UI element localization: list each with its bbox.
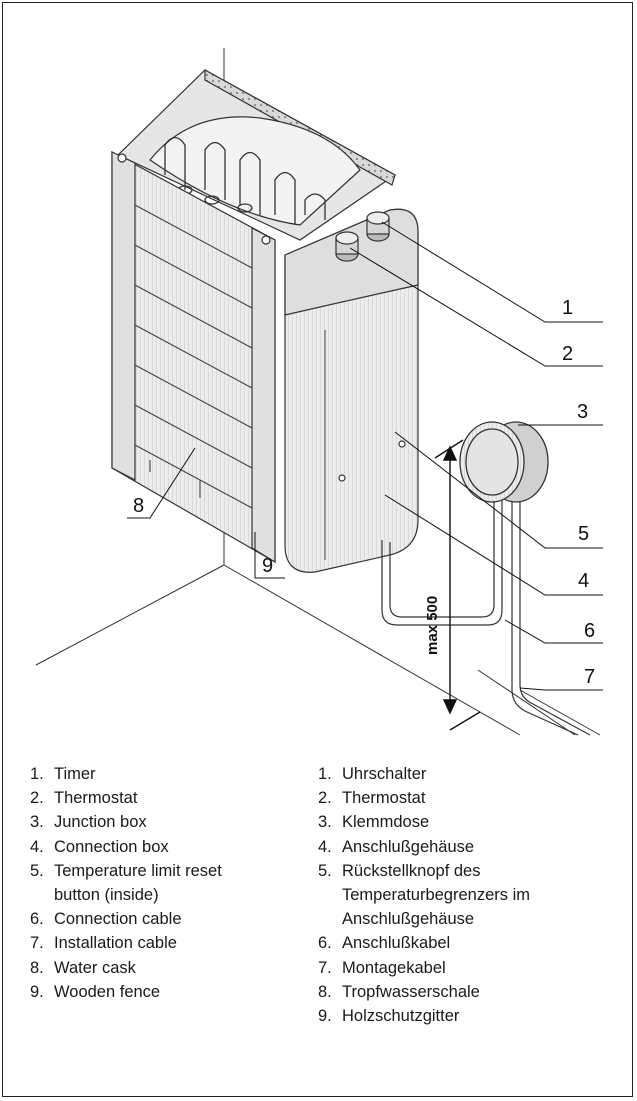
legend-number: 8. (318, 982, 332, 1001)
legend-text: Anschlußkabel (342, 934, 451, 953)
legend-number: 7. (30, 934, 44, 953)
legend-number: 4. (318, 837, 332, 856)
legend-number: 5. (30, 861, 44, 880)
legend-number: 5. (318, 861, 332, 880)
legend-item: 3. Junction box (30, 810, 300, 834)
legend-text: Temperature limit reset button (inside) (54, 861, 222, 905)
legend-number: 4. (30, 837, 44, 856)
dimension-arrow (434, 439, 481, 731)
legend-item: 5. Temperature limit reset button (inside… (30, 859, 300, 907)
callout-labels: 1 2 3 5 4 6 7 8 9 (133, 297, 595, 688)
legend-text: Rückstellknopf des Temperaturbegrenzers … (342, 861, 530, 929)
legend-text: Tropfwasserschale (342, 982, 480, 1001)
callout-3: 3 (577, 401, 588, 423)
legend-text: Uhrschalter (342, 765, 427, 783)
sauna-heater-diagram: max 500 1 2 3 5 4 6 7 8 9 (35, 48, 603, 736)
legend-number: 1. (30, 765, 44, 783)
legend-text: Wooden fence (54, 982, 161, 1001)
legend-number: 9. (318, 1007, 332, 1026)
legend-text: Junction box (54, 813, 147, 832)
leader-lines (127, 221, 603, 691)
legend-text: Connection cable (54, 910, 182, 929)
legend-item: 8. Tropfwasserschale (318, 980, 618, 1004)
callout-6: 6 (584, 620, 595, 642)
legend-number: 1. (318, 765, 332, 783)
junction-box (459, 421, 549, 503)
legend-number: 2. (30, 789, 44, 808)
legend-number: 2. (318, 789, 332, 808)
legend-text: Anschlußgehäuse (342, 837, 475, 856)
legend-german: 1. Uhrschalter 2. Thermostat 3. Klemmdose 4… (318, 762, 618, 1028)
legend-item: 2. Thermostat (318, 786, 618, 810)
legend-text: Klemmdose (342, 813, 430, 832)
callout-5: 5 (578, 523, 589, 545)
legend-text: Holzschutzgitter (342, 1007, 460, 1026)
callout-4: 4 (578, 570, 589, 592)
legend-number: 3. (30, 813, 44, 832)
legend-number: 7. (318, 958, 332, 977)
dimension-label: max 500 (424, 596, 441, 655)
legend-item: 3. Klemmdose (318, 810, 618, 834)
legend-text: Timer (54, 765, 96, 783)
legend-item: 4. Anschlußgehäuse (318, 835, 618, 859)
legend-text: Connection box (54, 837, 169, 856)
legend-item: 2. Thermostat (30, 786, 300, 810)
legend-item: 7. Installation cable (30, 931, 300, 955)
callout-7: 7 (584, 666, 595, 688)
legend-text: Thermostat (342, 789, 426, 808)
legend-english: 1. Timer 2. Thermostat 3. Junction box 4. Co… (30, 762, 300, 1004)
cables (381, 500, 591, 736)
legend-number: 6. (30, 910, 44, 929)
heater-slats (134, 204, 253, 509)
legend-text: Installation cable (54, 934, 177, 953)
callout-9: 9 (262, 555, 273, 577)
legend-number: 3. (318, 813, 332, 832)
legend-item: 9. Holzschutzgitter (318, 1004, 618, 1028)
heating-elements (164, 136, 326, 225)
legend-item: 7. Montagekabel (318, 956, 618, 980)
legend-item: 5. Rückstellknopf des Temperaturbegrenzer… (318, 859, 618, 932)
legend-item: 4. Connection box (30, 835, 300, 859)
legend-item: 8. Water cask (30, 956, 300, 980)
callout-2: 2 (562, 343, 573, 365)
legend-number: 8. (30, 958, 44, 977)
connection-box (284, 208, 419, 573)
legend-item: 9. Wooden fence (30, 980, 300, 1004)
legend-number: 6. (318, 934, 332, 953)
legend-text: Water cask (54, 958, 136, 977)
legend-text: Montagekabel (342, 958, 446, 977)
legend-text: Thermostat (54, 789, 138, 808)
legend-item: 6. Connection cable (30, 907, 300, 931)
legend-item: 1. Timer (30, 762, 300, 786)
callout-8: 8 (133, 495, 144, 517)
legend-item: 6. Anschlußkabel (318, 931, 618, 955)
legend-number: 9. (30, 982, 44, 1001)
callout-1: 1 (562, 297, 573, 319)
legend-item: 1. Uhrschalter (318, 762, 618, 786)
